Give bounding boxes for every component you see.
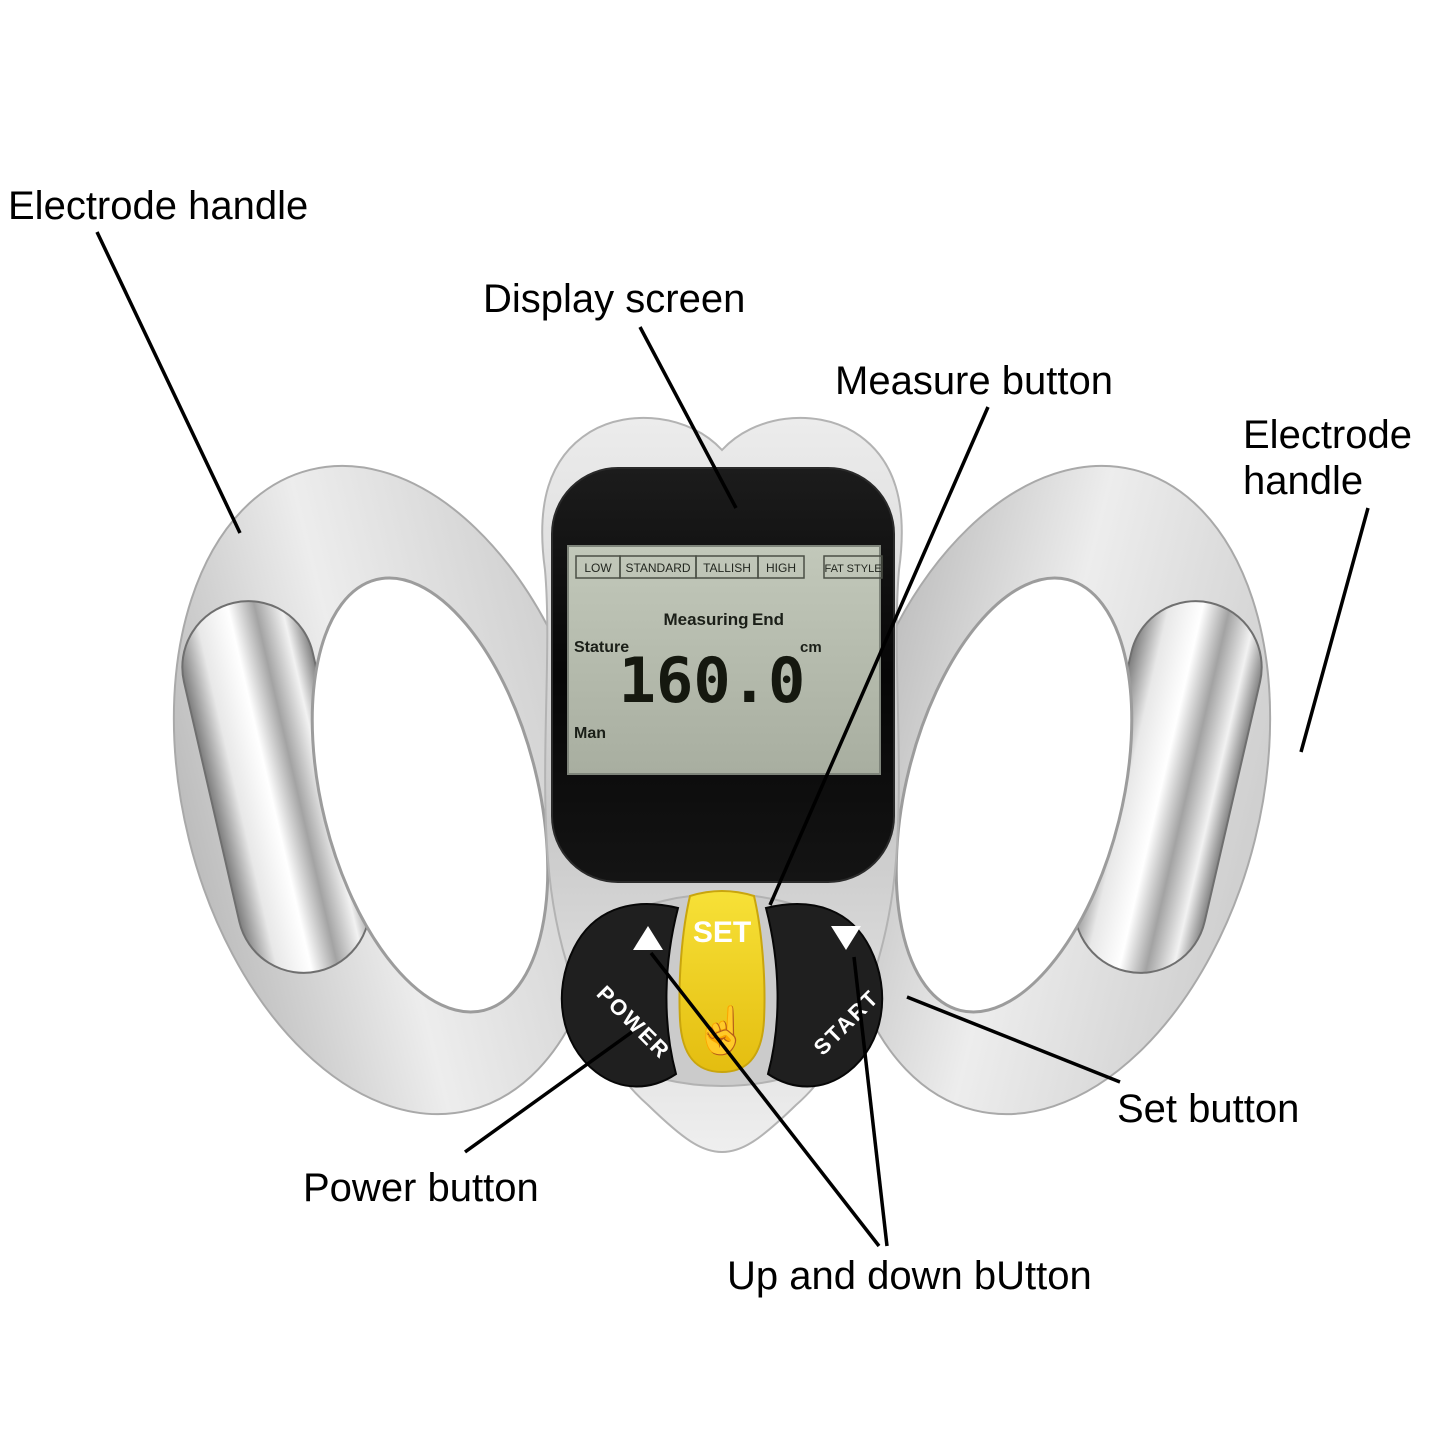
right-handle-hole (894, 576, 1134, 1014)
left-handle-hole (310, 576, 550, 1014)
down-arrow-icon (831, 926, 861, 950)
lcd-stature-value: 160.0 (619, 644, 806, 717)
lcd-stature-label: Stature (574, 639, 629, 656)
lcd-end-label: End (752, 610, 784, 629)
lcd-scale-standard: STANDARD (625, 561, 690, 575)
callout-electrode-handle-right: Electrode handle (1243, 413, 1412, 503)
lcd-measuring-label: Measuring (663, 610, 748, 629)
callout-line-down-arrow (852, 956, 889, 1247)
callout-display-screen: Display screen (483, 277, 746, 321)
callout-measure-button: Measure button (835, 359, 1113, 403)
lcd-scale-low: LOW (584, 561, 612, 575)
callout-up-down-button: Up and down bUtton (727, 1254, 1092, 1298)
callout-line-set-button (906, 995, 1121, 1084)
callout-electrode-handle-left: Electrode handle (8, 184, 309, 228)
start-button (764, 903, 884, 1088)
callout-set-button: Set button (1117, 1087, 1300, 1131)
lcd-scale-high: HIGH (766, 561, 796, 575)
set-button-label: SET (693, 916, 751, 949)
callout-line-up-arrow (649, 951, 881, 1248)
callout-power-button: Power button (303, 1166, 539, 1210)
callout-line-electrode-right (1299, 507, 1370, 753)
callout-line-measure-button (768, 406, 990, 906)
annotation-lines (95, 231, 1370, 1248)
lcd-fat-style: FAT STYLE (824, 563, 881, 575)
lcd-gender-label: Man (574, 725, 606, 742)
callout-line-power-button (463, 1030, 634, 1154)
up-arrow-icon (633, 926, 663, 950)
lcd-stature-unit: cm (800, 639, 822, 656)
finger-icon: ☝ (693, 1002, 750, 1058)
lcd-scale-row: LOW STANDARD TALLISH HIGH FAT STYLE (575, 555, 883, 579)
callout-line-display-screen (638, 326, 738, 509)
callout-line-electrode-left (95, 231, 242, 534)
lcd-screen (567, 545, 881, 775)
set-button (678, 890, 766, 1074)
lcd-scale-tallish: TALLISH (703, 561, 751, 575)
